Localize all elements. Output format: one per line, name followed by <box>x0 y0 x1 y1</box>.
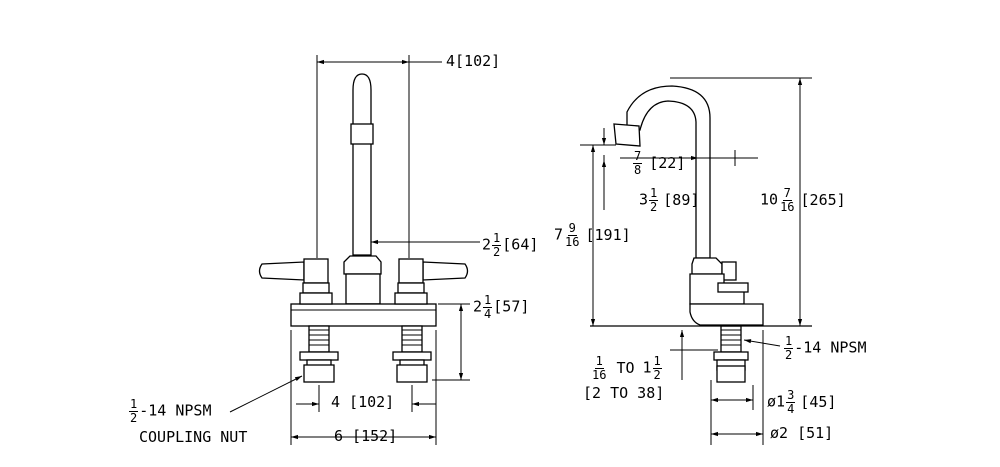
front-deck-body <box>290 303 437 327</box>
dim-diameter-large: ø2 [51] <box>770 424 834 442</box>
front-view-dimensions <box>229 55 480 445</box>
side-aerator <box>613 123 641 147</box>
front-spout-collar <box>343 255 382 275</box>
right-handle-hub <box>398 258 424 284</box>
right-lock-washer <box>392 351 432 361</box>
dim-width-top: 4[102] <box>446 52 501 70</box>
right-lever-handle <box>422 261 469 281</box>
dim-centers: 4 [102] <box>331 393 395 411</box>
left-lock-washer <box>299 351 339 361</box>
left-bonnet <box>302 282 330 294</box>
left-lever-handle <box>258 261 305 281</box>
front-spout-body <box>345 273 381 305</box>
left-handle-hub <box>303 258 329 284</box>
side-deck-body <box>689 303 764 326</box>
dim-overall-width: 6 [152] <box>334 427 398 445</box>
front-spout <box>352 73 372 256</box>
coupling-nut-label: COUPLING NUT <box>139 428 248 446</box>
dim-deck-thickness-mm: [2 TO 38] <box>583 384 665 402</box>
side-view-faucet <box>590 85 812 383</box>
side-spout-collar <box>691 257 723 275</box>
right-bonnet-nut <box>394 292 428 305</box>
right-coupling-nut <box>396 364 428 383</box>
side-lock-washer <box>713 351 749 361</box>
front-view-faucet <box>258 73 469 383</box>
side-view-dimensions <box>580 77 812 445</box>
right-bonnet <box>397 282 425 294</box>
front-aerator <box>350 123 374 145</box>
left-bonnet-nut <box>299 292 333 305</box>
side-bonnet <box>717 282 749 293</box>
side-handle-hub <box>721 261 737 281</box>
left-coupling-nut <box>303 364 335 383</box>
side-coupling-nut <box>716 365 746 383</box>
